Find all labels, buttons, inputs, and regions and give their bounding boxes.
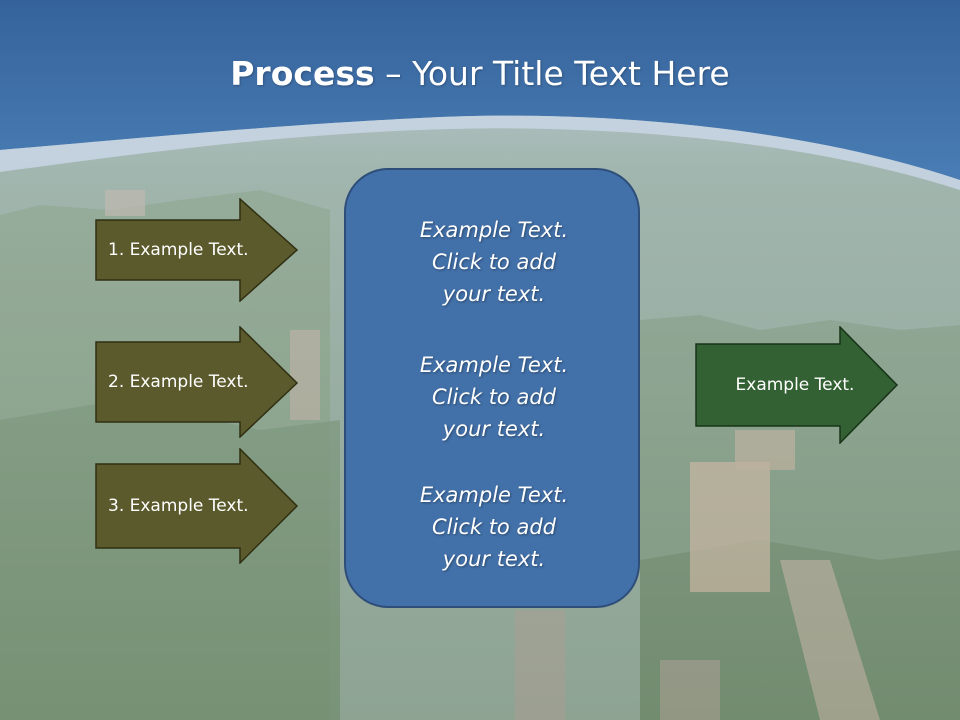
left-arrow-2[interactable]: 2. Example Text. xyxy=(95,326,299,438)
center-block-2-line-3: your text. xyxy=(442,417,546,441)
center-block-2-line-2: Click to add xyxy=(431,385,556,409)
center-block-1-line-1: Example Text. xyxy=(419,218,569,242)
title-rest: – Your Title Text Here xyxy=(374,54,730,93)
right-arrow[interactable]: Example Text. xyxy=(695,326,899,444)
center-block-3-line-2: Click to add xyxy=(431,515,556,539)
center-text-box[interactable]: Example Text. Click to add your text. Ex… xyxy=(344,168,640,608)
slide-title: Process – Your Title Text Here xyxy=(0,52,960,96)
center-block-2: Example Text. Click to add your text. xyxy=(346,349,642,445)
right-arrow-label: Example Text. xyxy=(735,375,855,395)
center-block-1-line-2: Click to add xyxy=(431,250,556,274)
arrow-shape-icon xyxy=(95,448,299,564)
arrow-shape-icon xyxy=(95,326,299,438)
left-arrow-3-label: 3. Example Text. xyxy=(108,496,249,516)
arrow-shape-icon xyxy=(695,326,899,444)
title-bold: Process xyxy=(230,54,375,93)
left-arrow-1[interactable]: 1. Example Text. xyxy=(95,198,299,302)
center-block-3: Example Text. Click to add your text. xyxy=(346,479,642,575)
center-block-2-line-1: Example Text. xyxy=(419,353,569,377)
center-block-1: Example Text. Click to add your text. xyxy=(346,214,642,310)
center-block-3-line-1: Example Text. xyxy=(419,483,569,507)
left-arrow-2-label: 2. Example Text. xyxy=(108,372,249,392)
center-block-1-line-3: your text. xyxy=(442,282,546,306)
left-arrow-1-label: 1. Example Text. xyxy=(108,240,249,260)
left-arrow-3[interactable]: 3. Example Text. xyxy=(95,448,299,564)
center-block-3-line-3: your text. xyxy=(442,547,546,571)
arrow-shape-icon xyxy=(95,198,299,302)
